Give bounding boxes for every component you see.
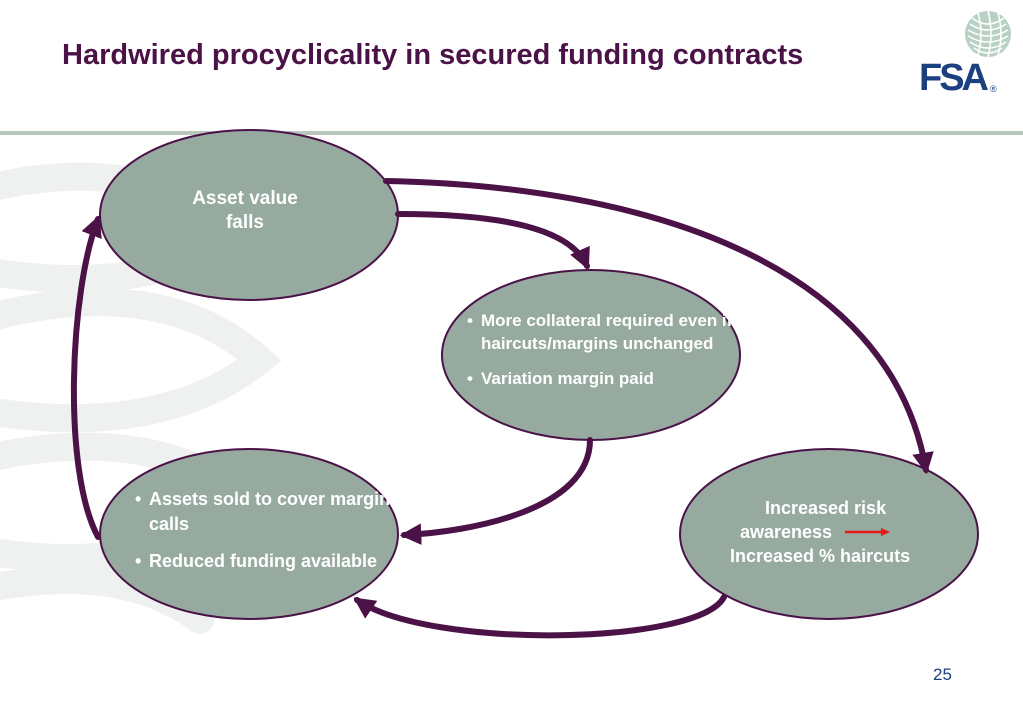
fsa-logo: FSA ® — [916, 8, 1016, 98]
collateral-bullet-2: Variation margin paid — [465, 367, 755, 390]
arrow-collateral-to-sold — [399, 437, 593, 545]
red-arrow-icon — [845, 527, 891, 536]
arrow-sold-to-asset — [70, 214, 102, 540]
sold-bullet-2: Reduced funding available — [133, 549, 393, 574]
node-increased-risk — [679, 448, 979, 620]
arrow-risk-to-sold — [353, 594, 727, 639]
title-divider — [0, 131, 1023, 135]
more-collateral-text: More collateral required even if % hairc… — [465, 309, 755, 390]
risk-line-1: Increased risk — [765, 498, 887, 518]
collateral-bullet-1: More collateral required even if % hairc… — [465, 309, 755, 355]
logo-wordmark: FSA — [919, 57, 989, 99]
arrow-asset-to-risk — [383, 178, 934, 475]
registered-mark: ® — [990, 84, 997, 94]
page-number: 25 — [933, 665, 952, 684]
slide-title: Hardwired procyclicality in secured fund… — [62, 39, 804, 71]
risk-line-2: awareness — [740, 522, 833, 542]
asset-line-1: Asset value — [192, 188, 298, 209]
increased-risk-text: Increased risk awareness Increased % hai… — [722, 496, 962, 568]
asset-value-falls-text: Asset value falls — [175, 187, 315, 235]
sold-bullet-1: Assets sold to cover margin calls — [133, 487, 393, 537]
arrow-asset-to-collateral — [395, 211, 590, 270]
asset-line-2: falls — [225, 212, 265, 233]
fsa-emblem-icon — [965, 10, 1011, 58]
assets-sold-text: Assets sold to cover margin calls Reduce… — [133, 487, 393, 574]
risk-line-3: Increased % haircuts — [730, 546, 911, 566]
